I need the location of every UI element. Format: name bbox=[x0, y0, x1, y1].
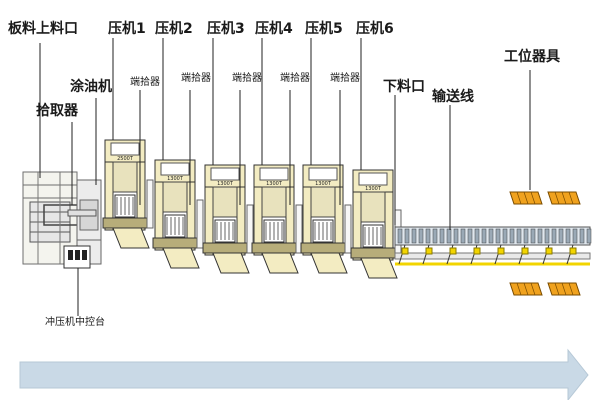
press-1-plate: 2500T bbox=[117, 156, 134, 162]
conveyor-post bbox=[497, 247, 505, 255]
label-conveyor-line: 输送线 bbox=[432, 89, 474, 105]
fixture-bin bbox=[547, 191, 581, 205]
conveyor-roller bbox=[495, 228, 501, 244]
flow-arrow bbox=[19, 348, 589, 400]
conveyor-roller bbox=[586, 228, 592, 244]
press-6-plate: 1300T bbox=[365, 186, 382, 192]
conveyor-roller bbox=[488, 228, 494, 244]
conveyor-roller bbox=[579, 228, 585, 244]
conveyor-roller bbox=[397, 228, 403, 244]
label-fixtures: 工位器具 bbox=[504, 49, 560, 65]
conveyor-roller bbox=[530, 228, 536, 244]
conveyor-roller bbox=[544, 228, 550, 244]
label-pickup-device: 拾取器 bbox=[36, 103, 78, 119]
conveyor-roller bbox=[481, 228, 487, 244]
conveyor-roller bbox=[418, 228, 424, 244]
conveyor-roller bbox=[404, 228, 410, 244]
press-2: 1300T bbox=[152, 38, 204, 269]
conveyor-roller bbox=[425, 228, 431, 244]
conveyor-roller bbox=[474, 228, 480, 244]
conveyor-roller bbox=[460, 228, 466, 244]
press-1-label: 压机1 bbox=[108, 21, 146, 37]
conveyor-roller bbox=[565, 228, 571, 244]
conveyor-post bbox=[449, 247, 457, 255]
conveyor-roller bbox=[446, 228, 452, 244]
label-press-console: 冲压机中控台 bbox=[45, 317, 105, 328]
conveyor-roller bbox=[537, 228, 543, 244]
conveyor-post bbox=[569, 247, 577, 255]
conveyor-roller bbox=[509, 228, 515, 244]
press-2-label: 压机2 bbox=[155, 21, 193, 37]
picker-3-label: 端拾器 bbox=[232, 73, 262, 84]
conveyor-roller bbox=[523, 228, 529, 244]
press-2-plate: 1300T bbox=[167, 176, 184, 182]
label-blank-loading-port: 板料上料口 bbox=[8, 21, 78, 37]
conveyor-post bbox=[401, 247, 409, 255]
picker-5-label: 端拾器 bbox=[330, 73, 360, 84]
fixture-bin bbox=[547, 282, 581, 296]
conveyor bbox=[394, 226, 592, 266]
conveyor-roller bbox=[453, 228, 459, 244]
press-5-label: 压机5 bbox=[305, 21, 343, 37]
conveyor-roller bbox=[551, 228, 557, 244]
press-5-plate: 1300T bbox=[315, 181, 332, 187]
press-3-label: 压机3 bbox=[207, 21, 245, 37]
press-6-label: 压机6 bbox=[356, 21, 394, 37]
press-4: 1300T bbox=[251, 38, 303, 274]
conveyor-roller bbox=[516, 228, 522, 244]
conveyor-roller bbox=[411, 228, 417, 244]
conveyor-post bbox=[425, 247, 433, 255]
fixture-bin bbox=[509, 191, 543, 205]
label-unloading-port: 下料口 bbox=[383, 79, 425, 95]
conveyor-roller bbox=[572, 228, 578, 244]
fixtures-group bbox=[509, 191, 581, 296]
picker-1-label: 端拾器 bbox=[130, 77, 160, 88]
conveyor-post bbox=[545, 247, 553, 255]
press-3-plate: 1300T bbox=[217, 181, 234, 187]
label-oiling-machine: 涂油机 bbox=[70, 79, 112, 95]
conveyor-roller bbox=[502, 228, 508, 244]
conveyor-post bbox=[473, 247, 481, 255]
fixture-bin bbox=[509, 282, 543, 296]
picker-4-label: 端拾器 bbox=[280, 73, 310, 84]
press-4-plate: 1300T bbox=[266, 181, 283, 187]
press-1: 2500T bbox=[102, 38, 154, 249]
press-4-label: 压机4 bbox=[255, 21, 293, 37]
picker-2-label: 端拾器 bbox=[181, 73, 211, 84]
conveyor-roller bbox=[558, 228, 564, 244]
conveyor-roller bbox=[467, 228, 473, 244]
conveyor-post bbox=[521, 247, 529, 255]
press-console bbox=[63, 245, 91, 269]
conveyor-roller bbox=[439, 228, 445, 244]
conveyor-roller bbox=[432, 228, 438, 244]
press-5: 1300T bbox=[300, 38, 352, 274]
press-3: 1300T bbox=[202, 38, 254, 274]
